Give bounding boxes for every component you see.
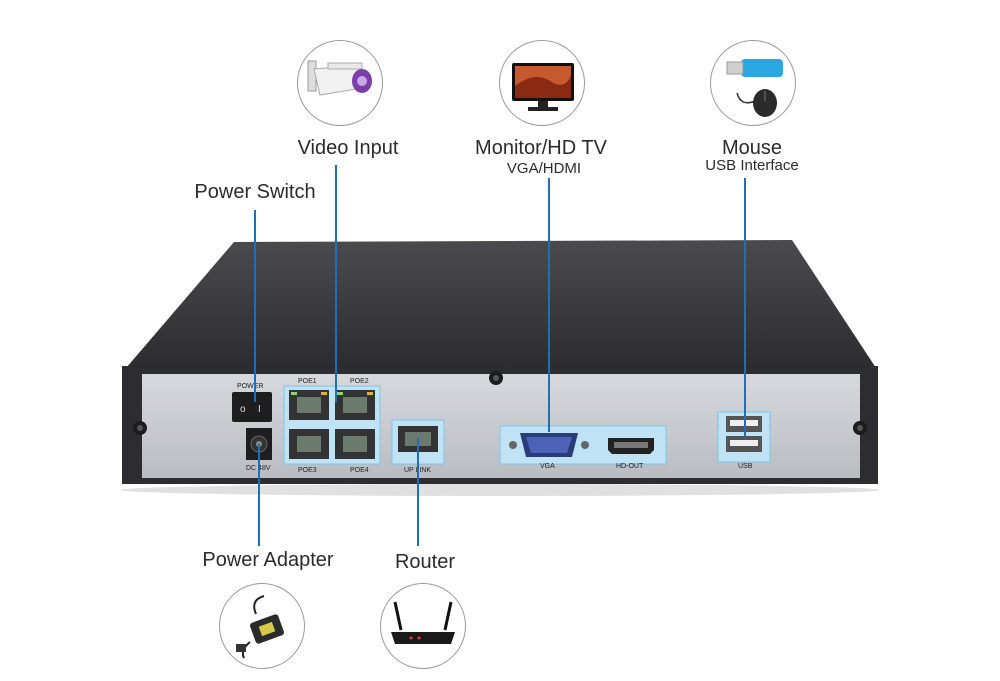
hdmi-port[interactable]	[608, 438, 654, 454]
router-icon	[380, 583, 466, 669]
hdout-label: HD-OUT	[616, 463, 644, 470]
router-callout: Router	[394, 551, 456, 573]
mouse-callout-sub: USB Interface	[705, 157, 799, 174]
power-label: POWER	[237, 383, 263, 390]
mouse-usb-icon	[710, 40, 796, 126]
rj45-port-icon[interactable]	[289, 390, 375, 459]
poe4-label: POE4	[350, 467, 369, 474]
vga-port[interactable]	[509, 433, 589, 457]
power-adapter-callout: Power Adapter	[202, 549, 334, 571]
camera-icon	[297, 40, 383, 126]
monitor-callout: Monitor/HD TV	[475, 137, 607, 159]
svg-text:o: o	[240, 404, 246, 415]
screw-icon	[133, 371, 867, 435]
poe3-label: POE3	[298, 467, 317, 474]
nvr-top-cover	[126, 240, 876, 368]
monitor-icon	[499, 40, 585, 126]
power-adapter-icon	[219, 583, 305, 669]
monitor-callout-sub: VGA/HDMI	[506, 160, 582, 177]
poe1-label: POE1	[298, 378, 317, 385]
svg-text:I: I	[258, 404, 261, 415]
callout-lines	[254, 165, 746, 546]
video-input-callout: Video Input	[297, 137, 399, 159]
vga-label: VGA	[540, 463, 555, 470]
power-switch-callout: Power Switch	[194, 181, 316, 203]
poe2-label: POE2	[350, 378, 369, 385]
usb-label: USB	[738, 463, 753, 470]
power-switch[interactable]	[232, 392, 272, 422]
mouse-callout: Mouse	[721, 137, 783, 159]
